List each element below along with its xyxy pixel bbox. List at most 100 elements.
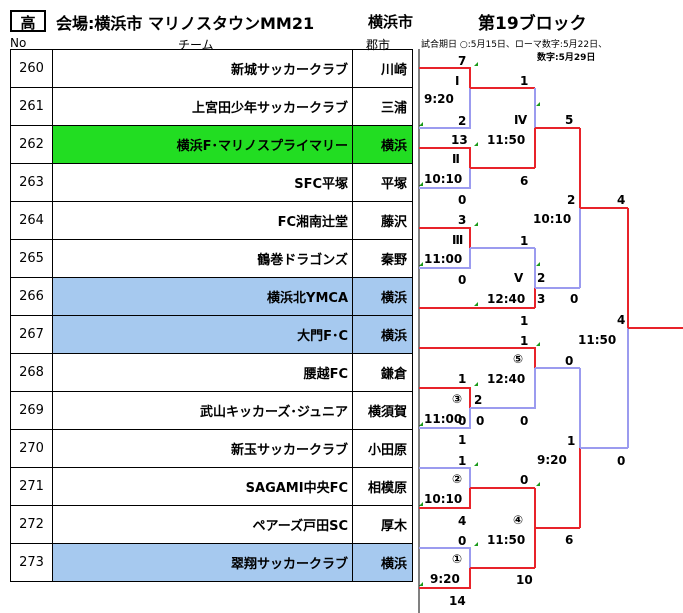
- bracket-label: ①: [452, 552, 463, 566]
- bracket-label: Ⅲ: [452, 233, 464, 247]
- bracket-label: 1: [520, 234, 529, 248]
- team-name: 横浜北YMCA: [52, 277, 353, 316]
- team-name: SAGAMI中央FC: [52, 467, 353, 506]
- bracket-label: 4: [617, 193, 626, 207]
- bracket-label: Ⅰ: [455, 74, 460, 88]
- team-no: 266: [10, 277, 53, 316]
- tick-mark: [419, 502, 423, 506]
- bracket-label: 1: [458, 372, 467, 386]
- team-area: 平塚: [352, 163, 413, 202]
- team-name: 上宮田少年サッカークラブ: [52, 87, 353, 126]
- team-name: 新城サッカークラブ: [52, 49, 353, 88]
- bracket-label: 4: [458, 514, 467, 528]
- bracket-label: 0: [458, 534, 467, 548]
- team-name: 新玉サッカークラブ: [52, 429, 353, 468]
- team-no: 265: [10, 239, 53, 278]
- bracket-label: 11:00: [424, 412, 463, 426]
- bracket-label: Ⅳ: [514, 113, 528, 127]
- win-line: [419, 147, 471, 168]
- tick-mark: [419, 122, 423, 126]
- tick-mark: [536, 102, 540, 106]
- grade-label: 高: [10, 10, 46, 32]
- bracket-label: 0: [570, 292, 579, 306]
- bracket-label: 2: [458, 114, 467, 128]
- team-no: 268: [10, 353, 53, 392]
- bracket-label: ②: [452, 472, 463, 486]
- bracket-label: 0: [458, 193, 467, 207]
- win-line: [419, 67, 471, 88]
- bracket-label: 10: [516, 573, 533, 587]
- bracket-label: 5: [565, 113, 574, 127]
- bracket-label: 12:40: [487, 372, 526, 386]
- bracket-label: 9:20: [430, 572, 460, 586]
- bracket-label: 1: [458, 433, 467, 447]
- team-name: 腰越FC: [52, 353, 353, 392]
- column-header-no: No: [10, 36, 27, 50]
- bracket-label: 1: [520, 74, 529, 88]
- column-header-team: チーム: [178, 38, 214, 52]
- bracket-label: Ⅱ: [452, 152, 460, 166]
- tick-mark: [474, 142, 478, 146]
- bracket-label: 11:50: [487, 133, 526, 147]
- team-name: 鶴巻ドラゴンズ: [52, 239, 353, 278]
- bracket-label: 11:50: [487, 533, 526, 547]
- column-header-area: 郡市: [366, 38, 391, 52]
- venue-title: 会場:横浜市 マリノスタウンMM21: [56, 14, 315, 33]
- team-no: 273: [10, 543, 53, 582]
- bracket-label: 7: [458, 54, 467, 68]
- team-no: 272: [10, 505, 53, 544]
- bracket-label: 0: [617, 454, 626, 468]
- bracket-label: 9:20: [424, 92, 454, 106]
- bracket-label: 10:10: [533, 212, 572, 226]
- schedule-note: 試合期日 ○:5月15日、ローマ数字:5月22日、: [421, 40, 608, 50]
- bracket-label: 9:20: [537, 453, 567, 467]
- bracket-label: 2: [474, 393, 483, 407]
- bracket-label: 0: [458, 273, 467, 287]
- bracket-label: 11:50: [578, 333, 617, 347]
- bracket-label: 11:00: [424, 252, 463, 266]
- bracket-label: 2: [567, 193, 576, 207]
- team-area: 相模原: [352, 467, 413, 506]
- tick-mark: [474, 302, 478, 306]
- win-line: [419, 568, 471, 589]
- bracket-label: 3: [458, 213, 467, 227]
- tick-mark: [419, 182, 423, 186]
- team-area: 鎌倉: [352, 353, 413, 392]
- team-name: 翠翔サッカークラブ: [52, 543, 353, 582]
- team-area: 横須賀: [352, 391, 413, 430]
- bracket-label: ④: [513, 513, 524, 527]
- bracket-label: 0: [565, 354, 574, 368]
- tick-mark: [419, 582, 423, 586]
- tick-mark: [536, 342, 540, 346]
- tick-mark: [474, 62, 478, 66]
- lose-line: [419, 467, 471, 488]
- lose-line: [419, 248, 471, 269]
- win-line: [419, 488, 471, 509]
- lose-line: [470, 368, 536, 409]
- bracket-label: 0: [520, 414, 529, 428]
- bracket-label: 1: [520, 334, 529, 348]
- bracket-label: 3: [537, 292, 546, 306]
- bracket-label: 0: [476, 414, 485, 428]
- bracket-label: 1: [520, 314, 529, 328]
- tick-mark: [419, 262, 423, 266]
- team-area: 横浜: [352, 125, 413, 164]
- team-area: 横浜: [352, 277, 413, 316]
- team-name: 横浜F･マリノスプライマリー: [52, 125, 353, 164]
- tick-mark: [474, 542, 478, 546]
- bracket-label: 12:40: [487, 292, 526, 306]
- bracket-label: 2: [537, 271, 546, 285]
- team-name: FC湘南辻堂: [52, 201, 353, 240]
- team-name: 武山キッカーズ･ジュニア: [52, 391, 353, 430]
- bracket-label: Ⅴ: [514, 271, 524, 285]
